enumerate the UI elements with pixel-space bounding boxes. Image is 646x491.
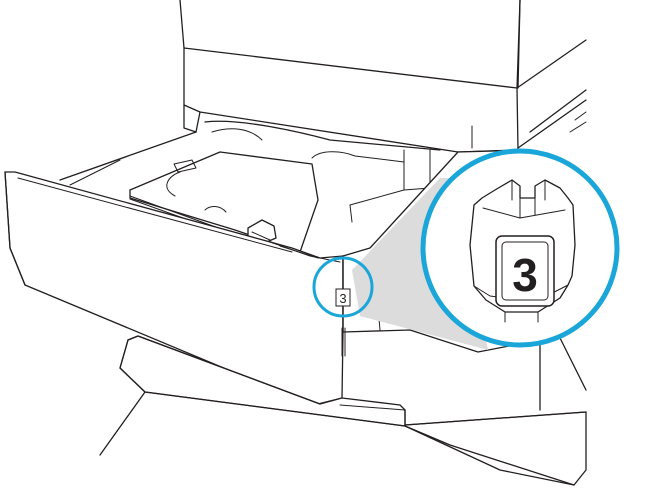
zoomed-tray-number-text: 3 [512, 249, 538, 301]
callout-source-circle [312, 256, 374, 318]
tray-interior [59, 111, 441, 223]
tray-number-label: 3 [335, 288, 351, 307]
tray-indicator-marks [341, 327, 346, 357]
printer-base [99, 329, 587, 486]
zoomed-tray-label-clip: 3 [469, 179, 576, 323]
printer-upper-body [179, 0, 587, 153]
tray-front-panel [4, 171, 344, 405]
tray-number-text: 3 [339, 291, 346, 306]
